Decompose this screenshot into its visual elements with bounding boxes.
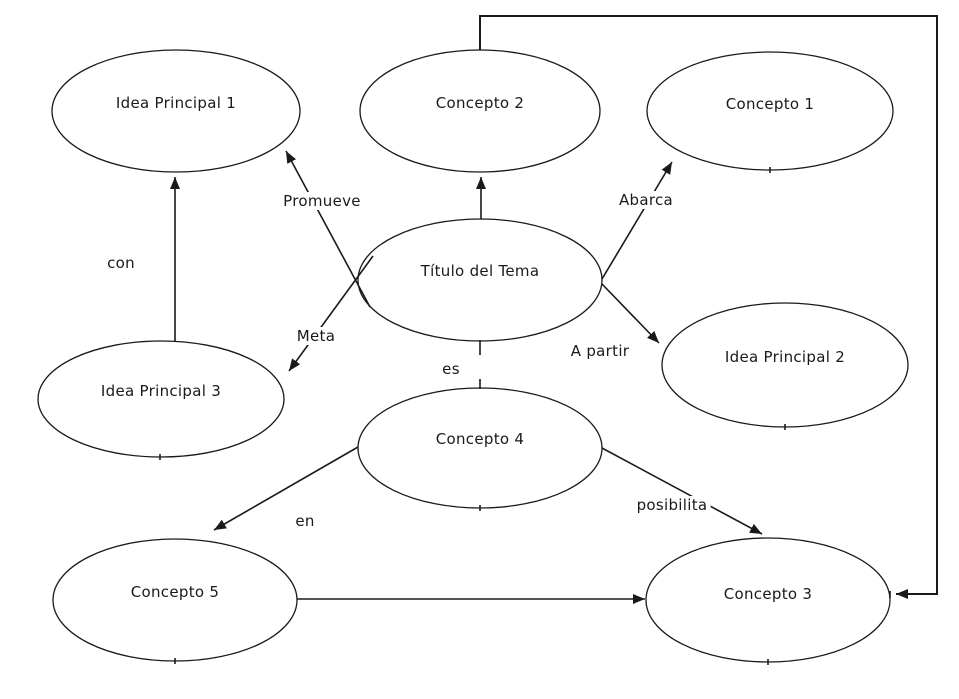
node-label-concepto-5: Concepto 5: [130, 583, 220, 601]
node-label-concepto-1: Concepto 1: [725, 95, 815, 113]
edge-label-promueve: Promueve: [280, 192, 364, 210]
edge-abarca-line: [601, 161, 673, 280]
node-label-idea-principal-3: Idea Principal 3: [100, 382, 222, 400]
edge-label-posibilita: posibilita: [633, 496, 711, 514]
node-label-concepto-3: Concepto 3: [723, 585, 813, 603]
node-label-idea-principal-1: Idea Principal 1: [115, 94, 237, 112]
edge-route-concepto2-to-concepto3: [479, 15, 938, 599]
anchor-ticks: [159, 167, 891, 665]
edge-label-es: es: [439, 360, 463, 378]
node-label-idea-principal-2: Idea Principal 2: [724, 348, 846, 366]
node-label-concepto-2: Concepto 2: [435, 94, 525, 112]
node-ellipse-concepto-4: [357, 387, 603, 509]
edge-label-a-partir: A partir: [567, 342, 633, 360]
edge-label-en: en: [292, 512, 318, 530]
edge-promueve-line: [285, 150, 371, 308]
node-ellipse-idea-principal-1: [51, 49, 301, 173]
edge-label-con: con: [104, 254, 138, 272]
node-ellipse-idea-principal-3: [37, 340, 285, 458]
edge-label-abarca: Abarca: [615, 191, 677, 209]
node-label-concepto-4: Concepto 4: [435, 430, 525, 448]
edge-label-meta: Meta: [293, 327, 339, 345]
edge-en-line: [213, 446, 359, 531]
edge-meta-line: [288, 255, 374, 372]
edge-posibilita-line: [601, 447, 763, 535]
node-ellipse-titulo-del-tema: [357, 218, 603, 342]
node-label-titulo-del-tema: Título del Tema: [420, 262, 540, 280]
edge-a-partir-line: [601, 283, 660, 344]
